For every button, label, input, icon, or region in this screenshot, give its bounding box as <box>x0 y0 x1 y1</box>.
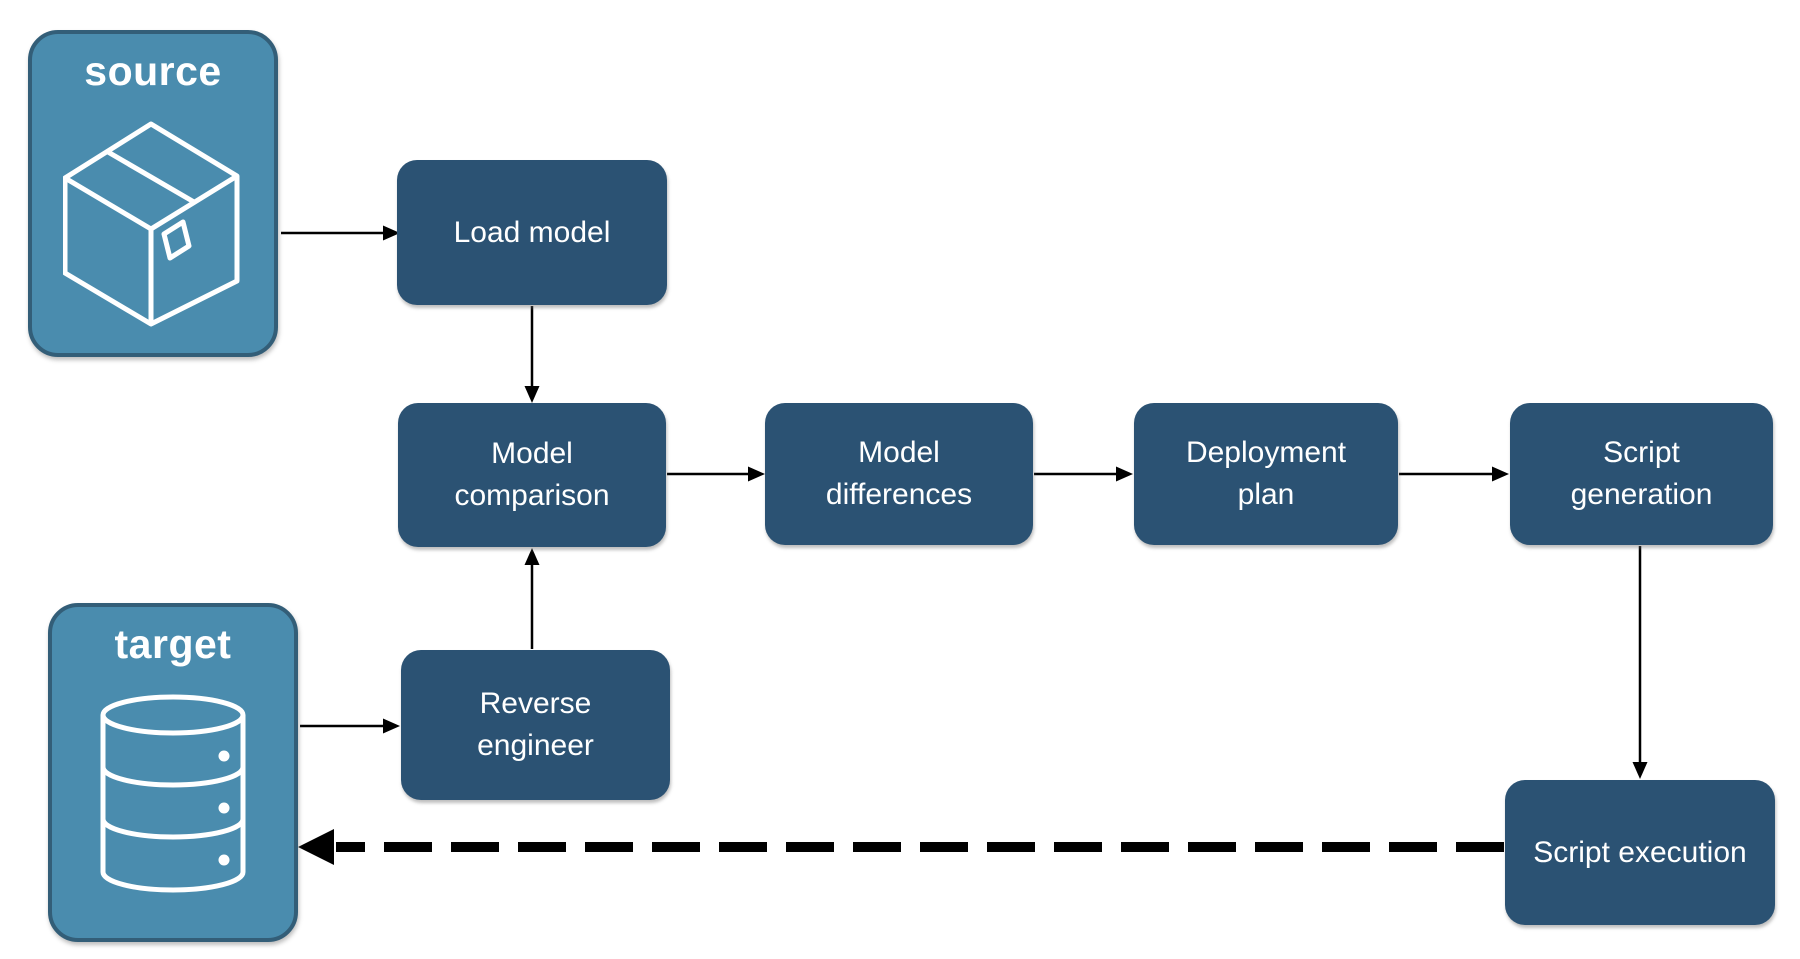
node-model-comparison-label: Model comparison <box>454 437 610 512</box>
node-reverse-engineer-label: Reverse engineer <box>477 687 594 762</box>
endpoint-target: target <box>48 603 298 942</box>
edge-deployment-plan-to-script-generation <box>1399 466 1509 482</box>
node-reverse-engineer: Reverse engineer <box>401 650 670 800</box>
edge-load-model-to-model-comparison <box>524 306 540 403</box>
edge-script-generation-to-script-execution <box>1632 546 1648 779</box>
node-script-generation: Script generation <box>1510 403 1773 545</box>
node-load-model-label: Load model <box>453 215 611 249</box>
node-model-differences-label: Model differences <box>825 436 973 511</box>
edge-source-to-load-model <box>281 225 400 241</box>
node-deployment-plan-label: Deployment plan <box>1185 436 1347 511</box>
node-script-execution: Script execution <box>1505 780 1775 925</box>
endpoint-target-label: target <box>114 621 232 667</box>
node-script-execution-label: Script execution <box>1533 835 1747 869</box>
node-script-generation-label: Script generation <box>1570 436 1713 511</box>
edge-model-comparison-to-model-differences <box>667 466 765 482</box>
edge-target-to-reverse-engineer <box>300 718 400 734</box>
endpoint-source: source <box>28 30 278 357</box>
package-icon <box>63 121 240 327</box>
node-deployment-plan: Deployment plan <box>1134 403 1398 545</box>
database-icon <box>100 694 246 893</box>
node-load-model: Load model <box>397 160 667 305</box>
edge-model-differences-to-deployment-plan <box>1034 466 1133 482</box>
node-model-differences: Model differences <box>765 403 1033 545</box>
endpoint-source-label: source <box>84 48 222 94</box>
edge-script-execution-to-target-dashed <box>298 829 1504 865</box>
edge-reverse-engineer-to-model-comparison <box>524 548 540 649</box>
node-model-comparison: Model comparison <box>398 403 666 547</box>
